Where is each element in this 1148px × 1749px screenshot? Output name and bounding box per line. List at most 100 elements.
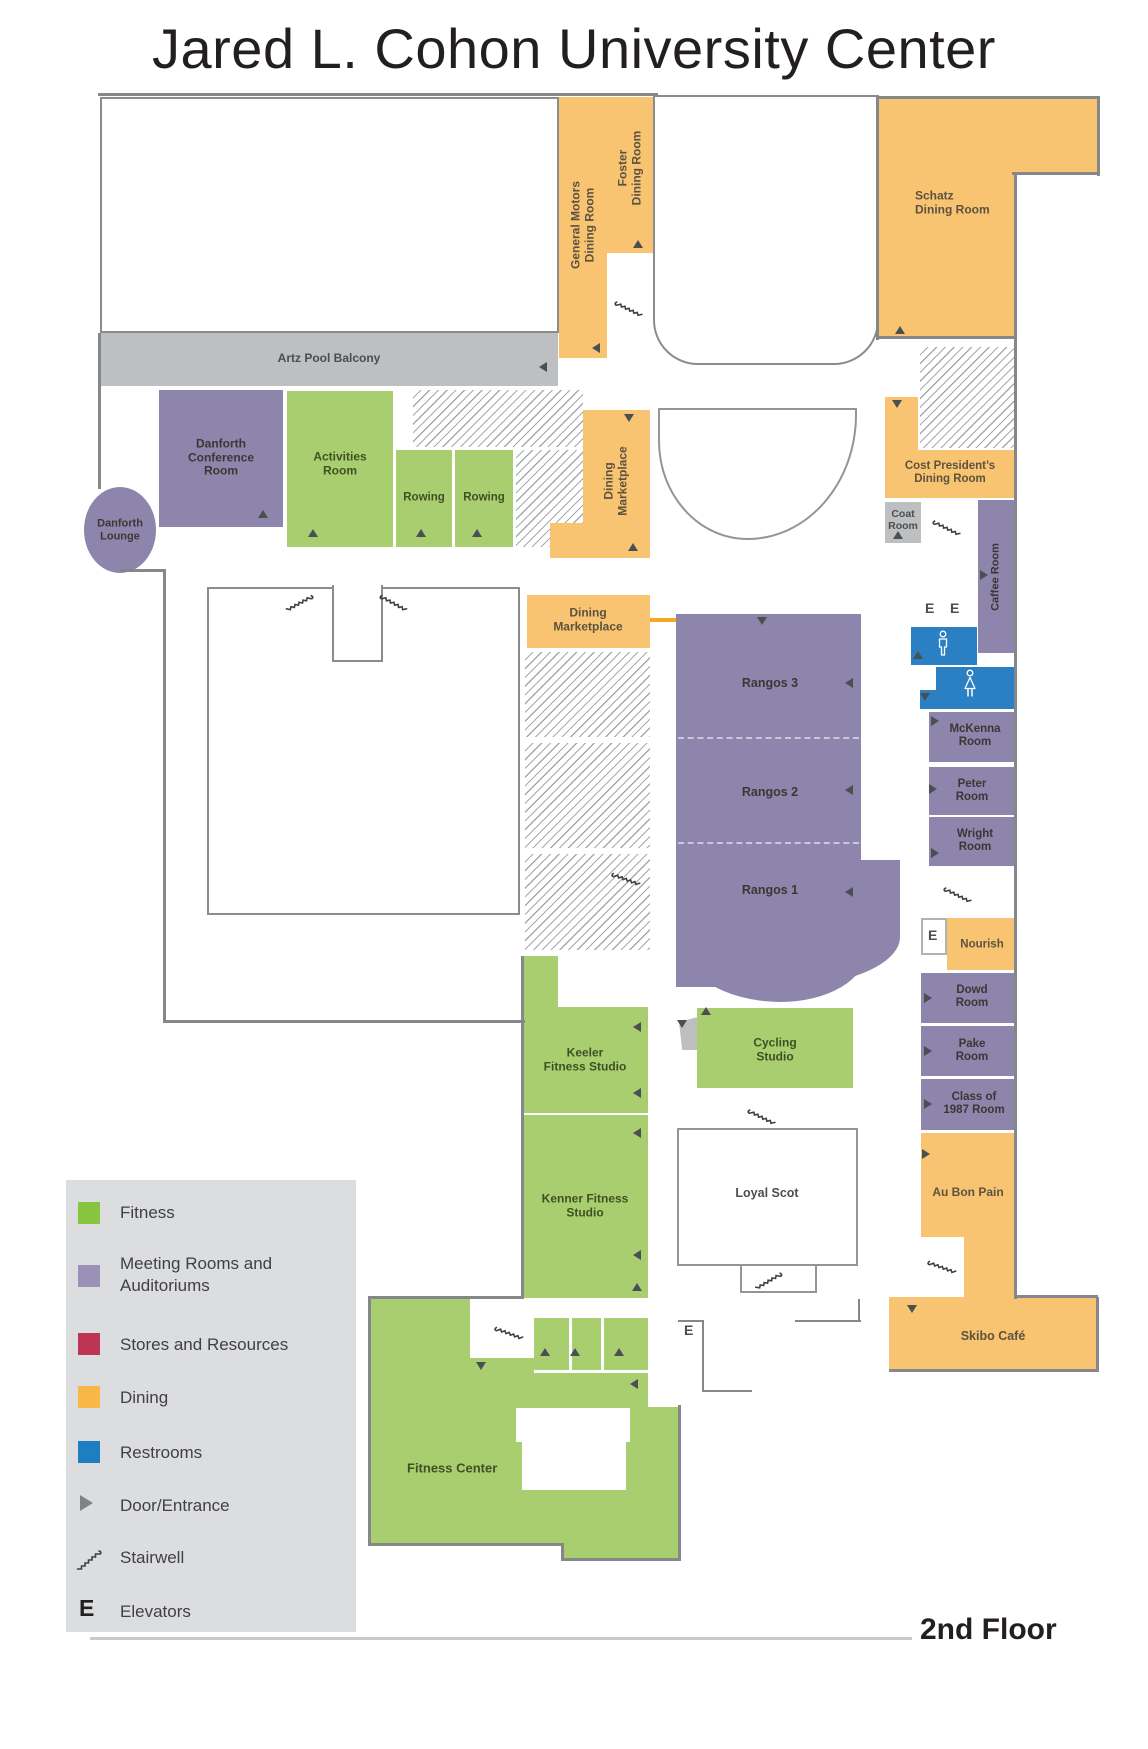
room-dining-marketplace-2 (527, 595, 650, 648)
room-pake (921, 1026, 1016, 1076)
room-fitness-center (561, 1545, 681, 1559)
room-fitness-center (648, 1407, 678, 1558)
stairwell-icon (281, 585, 315, 615)
room-label: Artz Pool Balcony (277, 351, 381, 366)
elevator-label: E (950, 600, 960, 616)
door-entrance-icon (539, 362, 547, 372)
wall (702, 1390, 752, 1392)
elevator-box (921, 918, 947, 955)
wall (370, 1296, 524, 1299)
elevator-label: E (928, 927, 938, 943)
legend-swatch-restrooms (78, 1441, 100, 1463)
room-label: Rowing (403, 491, 445, 504)
stairwell-icon (609, 860, 645, 893)
room-label: Kenner Fitness Studio (541, 1191, 629, 1219)
room-artz-pool-balcony (100, 333, 558, 386)
legend-label: Stairwell (120, 1548, 185, 1567)
room-cost-presidents (885, 450, 1015, 498)
rangos-partition (678, 737, 859, 739)
door-entrance-icon (624, 414, 634, 422)
hatched-area (525, 652, 650, 737)
room-label: General Motors Dining Room (568, 180, 596, 270)
wall (120, 569, 166, 572)
stairwell-icon (492, 1314, 528, 1347)
legend-swatch-stores (78, 1333, 100, 1355)
legend-label: Stores and Resources (120, 1335, 289, 1354)
elevator-letter: E (79, 1595, 95, 1621)
door-entrance-icon (845, 887, 853, 897)
room-danforth-conference (159, 390, 283, 527)
door-entrance-icon (632, 1283, 642, 1291)
room-label: Wright Room (956, 827, 994, 853)
door-entrance-icon (757, 617, 767, 625)
stairwell-icon (613, 291, 648, 322)
legend-label: Door/Entrance (120, 1496, 230, 1515)
gym-notch (332, 585, 383, 662)
room-loyal-scot (677, 1128, 858, 1266)
room-label: Peter Room (955, 777, 989, 803)
wall (876, 96, 879, 340)
corridor-top-center (653, 95, 879, 365)
door-entrance-icon (913, 651, 923, 659)
room-peter (929, 767, 1016, 815)
door-entrance-icon (630, 1379, 638, 1389)
wall (889, 1369, 1099, 1372)
room-coat (885, 502, 921, 543)
door-entrance-icon (922, 1149, 930, 1159)
door-entrance-icon (931, 848, 939, 858)
room-fitness-center (470, 1358, 534, 1375)
door-entrance-icon (677, 1020, 687, 1028)
room-label: Pake Room (955, 1037, 989, 1063)
legend-label: Dining (120, 1388, 169, 1407)
room-womens-restroom (936, 667, 1015, 709)
door-entrance-icon (907, 1305, 917, 1313)
fitness-center-opening (522, 1442, 626, 1490)
room-label: Nourish (960, 938, 1004, 951)
legend-label: Restrooms (120, 1443, 203, 1462)
stairwell-icon (378, 585, 412, 615)
room-skibo-cafe (889, 1297, 1098, 1370)
door-entrance-icon (845, 678, 853, 688)
wall (1097, 96, 1100, 176)
wall (521, 956, 524, 1298)
legend-label: Meeting Rooms and Auditoriums (120, 1254, 273, 1295)
room-rangos-curve (676, 930, 866, 1002)
door-entrance-icon (924, 1099, 932, 1109)
stairwell-icon (931, 510, 966, 541)
hatched-area (525, 854, 650, 950)
door-entrance-icon (924, 993, 932, 1003)
door-entrance-icon (476, 1362, 486, 1370)
floor-label: 2nd Floor (920, 1613, 1057, 1646)
room-label: Dining Marketplace (601, 446, 629, 516)
wall (163, 569, 166, 1023)
room-dining-marketplace-1-ext (550, 523, 583, 558)
man-icon (938, 630, 948, 656)
room-cycling (697, 1008, 853, 1088)
door-entrance-icon (540, 1348, 550, 1356)
wall (1014, 174, 1017, 1299)
wall (163, 1020, 525, 1023)
room-label: Au Bon Pain (932, 1185, 1004, 1200)
wall (561, 1543, 564, 1561)
hatched-area (525, 743, 650, 848)
door-entrance-icon (980, 570, 988, 580)
room-label: Class of 1987 Room (943, 1090, 1005, 1116)
room-label: Caffee Room (989, 543, 1002, 611)
room-label: Skibo Café (960, 1328, 1026, 1343)
room-label: Activities Room (313, 449, 367, 477)
room-general-motors-dining (559, 97, 607, 358)
legend-swatch-dining (78, 1386, 100, 1408)
room-label: Keeler Fitness Studio (543, 1045, 627, 1073)
wall (368, 1296, 371, 1546)
wall (702, 1320, 704, 1392)
room-schatz-dining-arm (1014, 98, 1098, 174)
room-rowing-2 (455, 450, 513, 547)
stairwell-icon (72, 1546, 102, 1570)
wall (678, 1405, 681, 1561)
wall (876, 96, 1100, 99)
floor-divider (90, 1637, 912, 1640)
elevator-label: E (684, 1322, 694, 1338)
legend-label: Elevators (120, 1602, 191, 1621)
room-label: Rangos 1 (741, 882, 799, 897)
room-class-1987 (921, 1079, 1016, 1130)
